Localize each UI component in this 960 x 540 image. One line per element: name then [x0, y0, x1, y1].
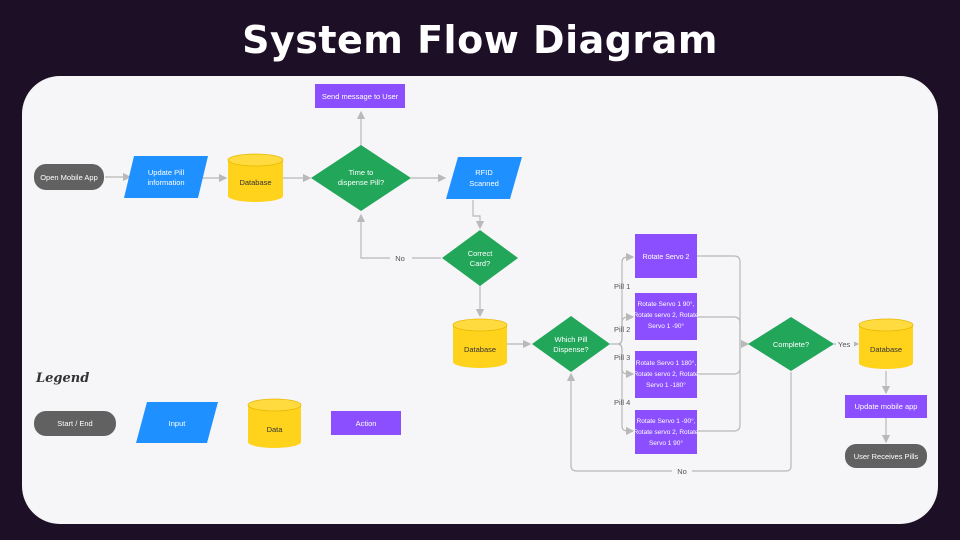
node-database-right: Database [858, 318, 914, 369]
node-time-to-dispense: Time to dispense Pill? [311, 145, 411, 211]
diagram-panel: No Pill 1 Pill 2 Pill 3 Pill 4 Yes No Op… [22, 76, 938, 524]
node-action-pill4-label-2: Rotate servo 2, Rotate [633, 429, 698, 436]
node-which-pill: Which Pill Dispense? [532, 316, 610, 372]
node-send-message-label: Send message to User [322, 92, 399, 101]
legend-action: Action [331, 411, 401, 435]
edge-pill2 [617, 312, 635, 345]
node-rfid-label-2: Scanned [469, 179, 499, 188]
node-user-receives-pills-label: User Receives Pills [854, 452, 919, 461]
node-action-pill2-label-2: Rotate servo 2, Rotate [633, 312, 698, 319]
legend-data-label: Data [267, 425, 284, 434]
legend-title: Legend [35, 371, 89, 386]
page-title: System Flow Diagram [242, 18, 718, 62]
edge-label-pill1: Pill 1 [614, 282, 630, 291]
edge-a4-to-complete [697, 344, 741, 432]
legend-data: Data [247, 398, 302, 449]
node-database-mid: Database [452, 318, 508, 368]
node-action-pill4: Rotate Servo 1 -90°, Rotate servo 2, Rot… [633, 410, 699, 454]
node-complete-label: Complete? [773, 340, 809, 349]
node-complete: Complete? [748, 317, 834, 371]
node-database-mid-label: Database [464, 345, 496, 354]
node-rfid-label-1: RFID [475, 168, 493, 177]
legend: Legend Start / End Input Data Action [34, 371, 401, 449]
edge-label-pill2: Pill 2 [614, 325, 630, 334]
node-which-pill-label-2: Dispense? [553, 345, 588, 354]
node-database-right-label: Database [870, 345, 902, 354]
node-action-pill2-label-1: Rotate Servo 1 90°, [638, 300, 695, 308]
edge-label-yes: Yes [838, 340, 850, 349]
node-send-message: Send message to User [315, 84, 405, 108]
legend-start-end: Start / End [34, 411, 116, 436]
node-action-pill3-label-1: Rotate Servo 1 180°, [636, 359, 697, 367]
edge-rfid-to-correct [472, 200, 485, 230]
node-update-pill-info: Update Pill information [124, 156, 208, 198]
node-time-to-dispense-label-1: Time to [349, 168, 374, 177]
node-update-pill-info-label-2: information [147, 178, 184, 187]
node-action-pill4-label-1: Rotate Servo 1 -90°, [637, 417, 696, 425]
node-action-pill2: Rotate Servo 1 90°, Rotate servo 2, Rota… [633, 293, 699, 340]
node-user-receives-pills: User Receives Pills [845, 444, 927, 468]
edge-a3-to-complete [697, 344, 741, 375]
node-action-pill2-label-3: Servo 1 -90° [648, 322, 685, 330]
node-action-pill3: Rotate Servo 1 180°, Rotate servo 2, Rot… [633, 351, 699, 398]
node-update-pill-info-label-1: Update Pill [148, 168, 185, 177]
node-correct-card-label-2: Card? [470, 259, 490, 268]
edge-a1-to-complete [697, 255, 750, 349]
edge-correct-no-to-time [356, 213, 441, 259]
edge-label-no-complete: No [677, 467, 687, 476]
legend-input: Input [136, 402, 218, 443]
edge-pill4 [617, 343, 635, 436]
legend-input-label: Input [169, 419, 187, 428]
node-correct-card-label-1: Correct [468, 249, 494, 258]
node-open-mobile-app-label: Open Mobile App [40, 173, 98, 182]
edge-label-pill4: Pill 4 [614, 398, 630, 407]
node-action-pill3-label-3: Servo 1 -180° [646, 381, 686, 389]
node-database-top-label: Database [239, 178, 271, 187]
node-update-mobile-app-label: Update mobile app [855, 402, 918, 411]
node-open-mobile-app: Open Mobile App [34, 164, 104, 190]
legend-action-label: Action [356, 419, 377, 428]
edge-label-pill3: Pill 3 [614, 353, 630, 362]
edge-label-no: No [395, 254, 405, 263]
flow-diagram: No Pill 1 Pill 2 Pill 3 Pill 4 Yes No Op… [34, 84, 927, 477]
edge-a2-to-complete [697, 316, 741, 344]
node-action-pill4-label-3: Servo 1 90° [649, 439, 683, 447]
node-update-mobile-app: Update mobile app [845, 395, 927, 418]
node-which-pill-label-1: Which Pill [555, 335, 588, 344]
node-action-pill3-label-2: Rotate servo 2, Rotate [633, 371, 698, 378]
node-correct-card: Correct Card? [442, 230, 518, 286]
node-database-top: Database [227, 153, 284, 202]
legend-start-end-label: Start / End [57, 419, 92, 428]
node-action-pill1: Rotate Servo 2 [635, 234, 697, 278]
node-rfid-scanned: RFID Scanned [446, 157, 522, 199]
node-action-pill1-label: Rotate Servo 2 [643, 254, 690, 261]
node-time-to-dispense-label-2: dispense Pill? [338, 178, 384, 187]
